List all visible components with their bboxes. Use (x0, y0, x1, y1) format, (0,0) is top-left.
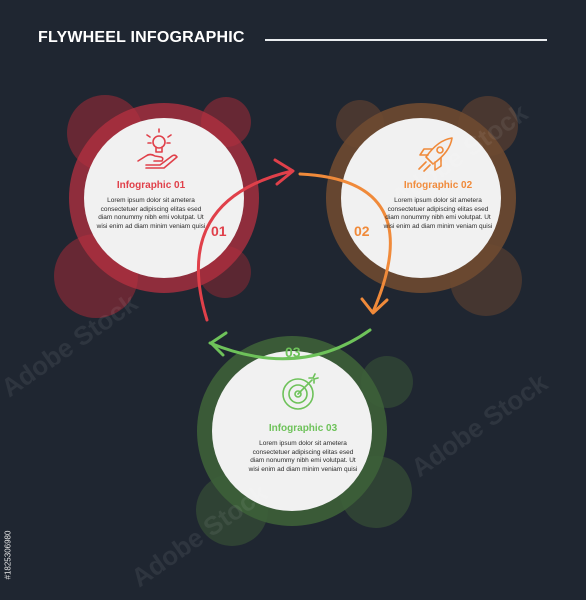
step-1-text: Lorem ipsum dolor sit ametera consectetu… (96, 197, 206, 230)
step-2-text: Lorem ipsum dolor sit ametera consectetu… (383, 197, 493, 230)
step-3-title: Infographic 03 (268, 423, 338, 434)
step-1-title: Infographic 01 (116, 180, 186, 191)
arrow-head-1 (273, 158, 295, 186)
arrow-step-3 (208, 328, 372, 361)
hand-lightbulb-icon (137, 128, 178, 169)
arrow-head-3 (209, 331, 228, 357)
title-divider (265, 39, 547, 41)
step-3-card (212, 351, 372, 511)
step-1-number: 01 (211, 223, 227, 239)
step-2-card (341, 118, 501, 278)
step-2-number: 02 (354, 223, 370, 239)
page-title: FLYWHEEL INFOGRAPHIC (38, 29, 245, 46)
target-icon (282, 373, 319, 410)
stock-id: #1825306980 (3, 530, 13, 580)
arrow-head-2 (360, 297, 389, 315)
step-3-number: 03 (285, 344, 301, 360)
arrow-step-2 (298, 172, 392, 314)
step-2-title: Infographic 02 (403, 180, 473, 191)
rocket-icon (418, 137, 453, 172)
arrow-step-1 (197, 169, 294, 322)
step-3-text: Lorem ipsum dolor sit ametera consectetu… (248, 440, 358, 473)
